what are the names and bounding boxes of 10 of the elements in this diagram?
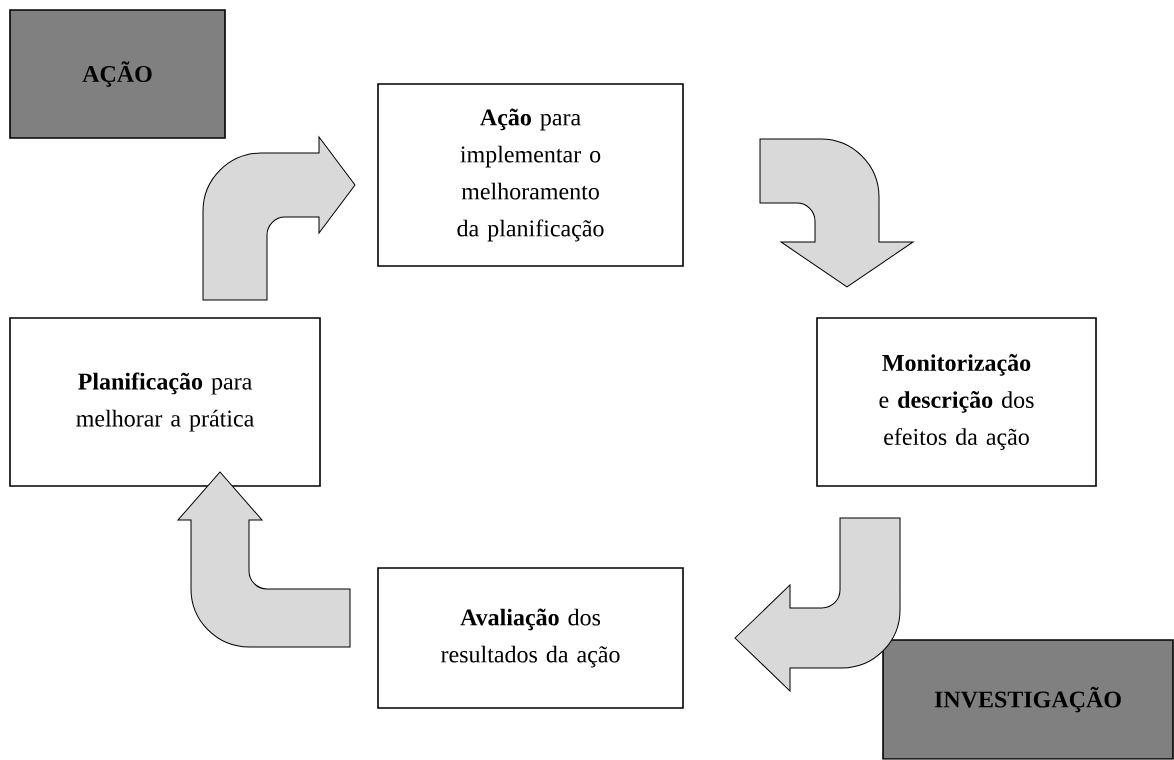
process-box: Ação para implementar o melhoramento da planificação — [377, 83, 684, 267]
block-arrow — [177, 471, 351, 648]
process-box: Monitorização e descrição dos efeitos da ação — [816, 317, 1097, 487]
block-arrow — [202, 136, 356, 301]
block-arrow — [734, 517, 901, 692]
process-box: Planificação para melhorar a prática — [9, 317, 321, 487]
process-box: Avaliação dos resultados da ação — [377, 567, 684, 709]
label-box: AÇÃO — [9, 9, 226, 139]
block-arrow — [759, 138, 914, 288]
label-box: INVESTIGAÇÃO — [882, 639, 1174, 760]
